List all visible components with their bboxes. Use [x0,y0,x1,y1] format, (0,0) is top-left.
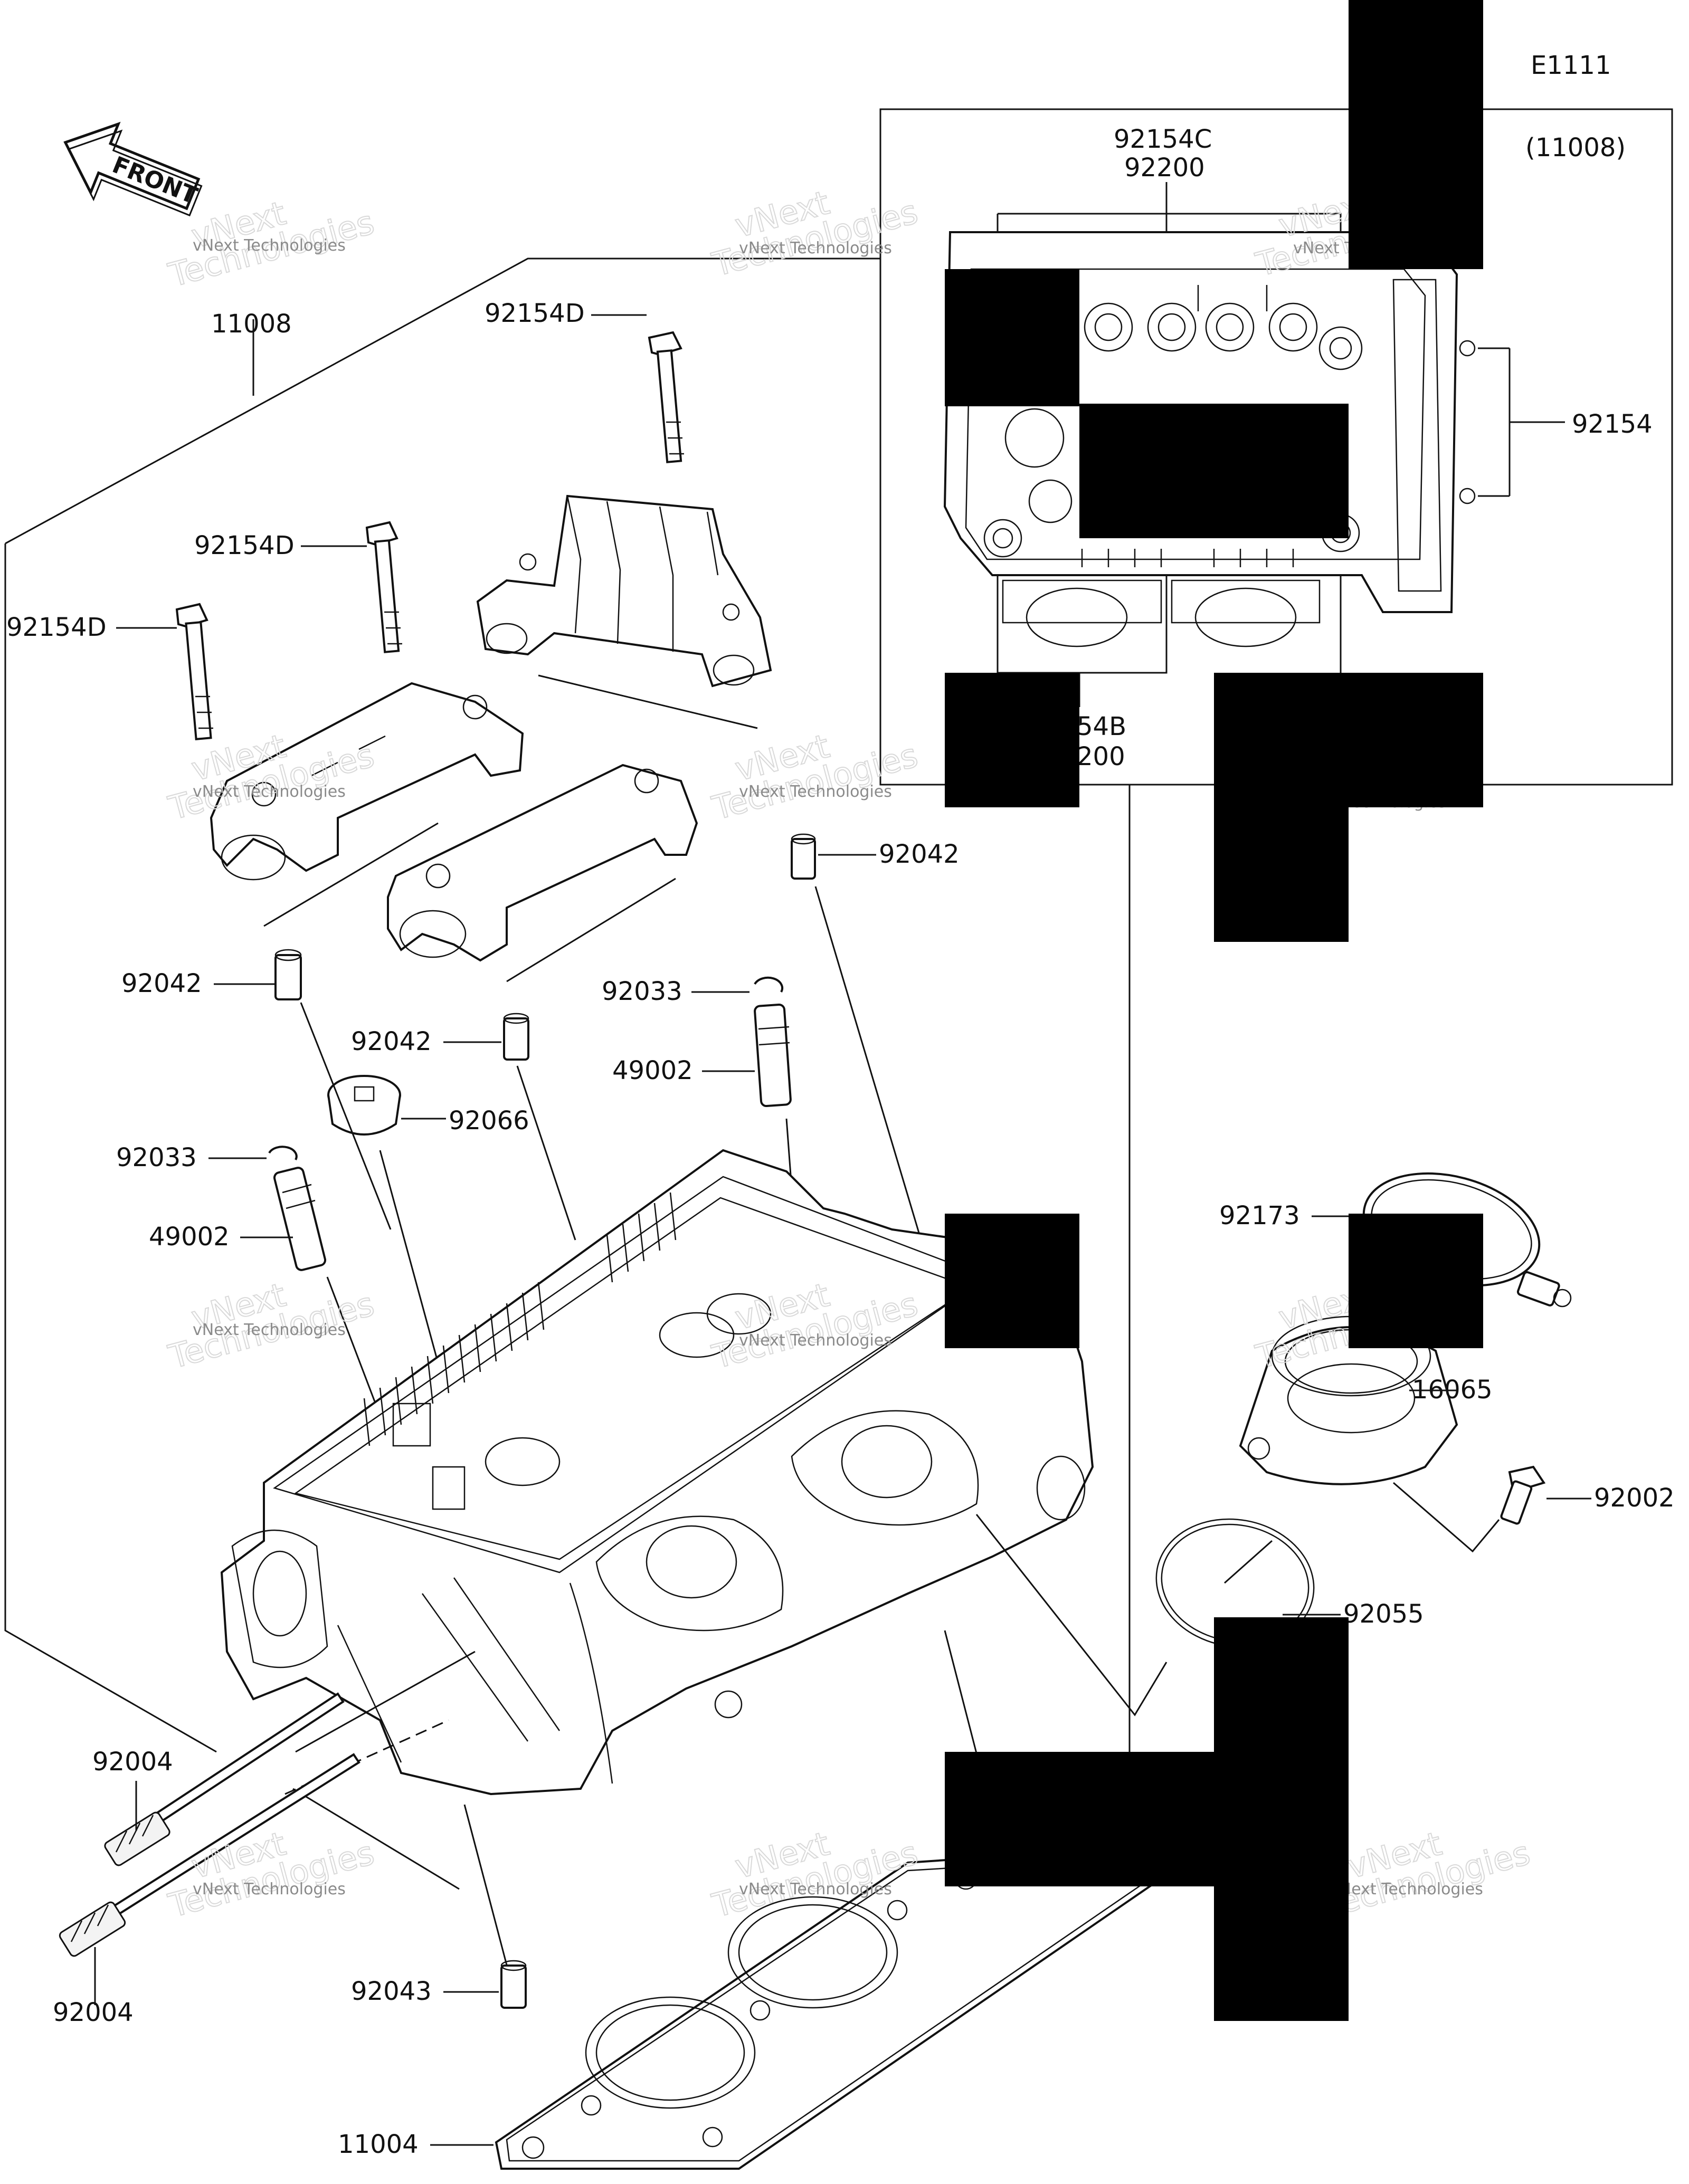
label-92154d-c: 92154D [6,613,107,642]
throttle-body-holder-16065 [1239,1315,1458,1485]
label-92004-a: 92004 [92,1747,173,1777]
diagram-code: E1111 [1531,51,1611,80]
redaction-block [945,1214,1079,1348]
dowel-pin-92042-right [791,833,816,880]
stud-92004-lower [59,1753,360,1957]
redaction-block [1349,0,1483,269]
bolt-92154d-left [175,603,213,740]
svg-text:vNext Technologies: vNext Technologies [739,783,892,801]
label-92042-c: 92042 [351,1027,432,1056]
redaction-block [1349,1214,1483,1348]
inset-label-54b: 54B [1077,712,1126,741]
svg-text:vNext Technologies: vNext Technologies [193,783,346,801]
label-92033-a: 92033 [602,977,682,1006]
label-92042-a: 92042 [879,840,960,869]
label-92066: 92066 [449,1106,529,1136]
redaction-block [1214,807,1349,942]
cylinder-head-11008 [220,1149,1094,1796]
bolt-92002 [1500,1465,1546,1525]
camshaft-cap-left [210,682,524,881]
label-92002: 92002 [1594,1483,1675,1513]
redaction-block [1214,673,1483,807]
camshaft-cap-right [387,764,698,962]
svg-text:vNext Technologies: vNext Technologies [193,236,346,255]
label-92033-b: 92033 [116,1143,197,1172]
svg-text:vNext Technologies: vNext Technologies [193,1880,346,1899]
stud-92004-upper [104,1692,345,1866]
label-49002-a: 49002 [612,1056,693,1085]
inset-label-92154: 92154 [1572,409,1653,439]
label-11004: 11004 [338,2130,419,2159]
clip-92033-left [268,1146,298,1160]
redaction-block [945,1752,1349,1886]
dowel-pin-92042-left [274,949,302,1000]
label-92004-b: 92004 [53,1998,134,2027]
valve-guide-49002-left [273,1167,327,1271]
front-arrow-icon: FRONT [63,121,203,217]
svg-text:vNext Technologies: vNext Technologies [739,1880,892,1899]
redaction-block [945,673,1079,807]
svg-text:vNext Technologies: vNext Technologies [739,1331,892,1350]
bolt-92154d-middle [365,521,402,653]
redaction-block [945,269,1079,406]
bolt-92154d-right [648,331,684,463]
label-92154d-b: 92154D [194,531,295,560]
inset-label-92154c: 92154C [1114,125,1212,154]
redaction-block [1079,404,1349,538]
svg-text:vNext Technologies: vNext Technologies [193,1321,346,1339]
label-11008-cylinder-head: 11008 [211,309,292,339]
label-92043: 92043 [351,1977,432,2006]
label-49002-b: 49002 [149,1222,230,1252]
redaction-block [1214,1617,1349,1752]
label-92154d-a: 92154D [485,299,585,328]
label-92042-b: 92042 [121,969,202,998]
redaction-block [1214,1886,1349,2021]
svg-text:vNext Technologies: vNext Technologies [1330,1880,1483,1899]
clip-92033-right [754,976,783,993]
plug-92066 [327,1075,401,1136]
redaction-blocks [945,0,1483,2021]
svg-text:vNext Technologies: vNext Technologies [739,239,892,257]
label-92173: 92173 [1219,1201,1300,1231]
inset-label-92200: 92200 [1124,153,1205,183]
valve-guide-49002-right [754,1003,792,1108]
dowel-pin-92043 [500,1960,527,2009]
inset-assembly-ref: (11008) [1525,133,1626,163]
inset-label-200: 200 [1077,742,1125,771]
label-92055: 92055 [1343,1599,1424,1629]
dowel-pin-92042-middle [503,1013,529,1061]
camshaft-holder-upper [476,494,772,688]
